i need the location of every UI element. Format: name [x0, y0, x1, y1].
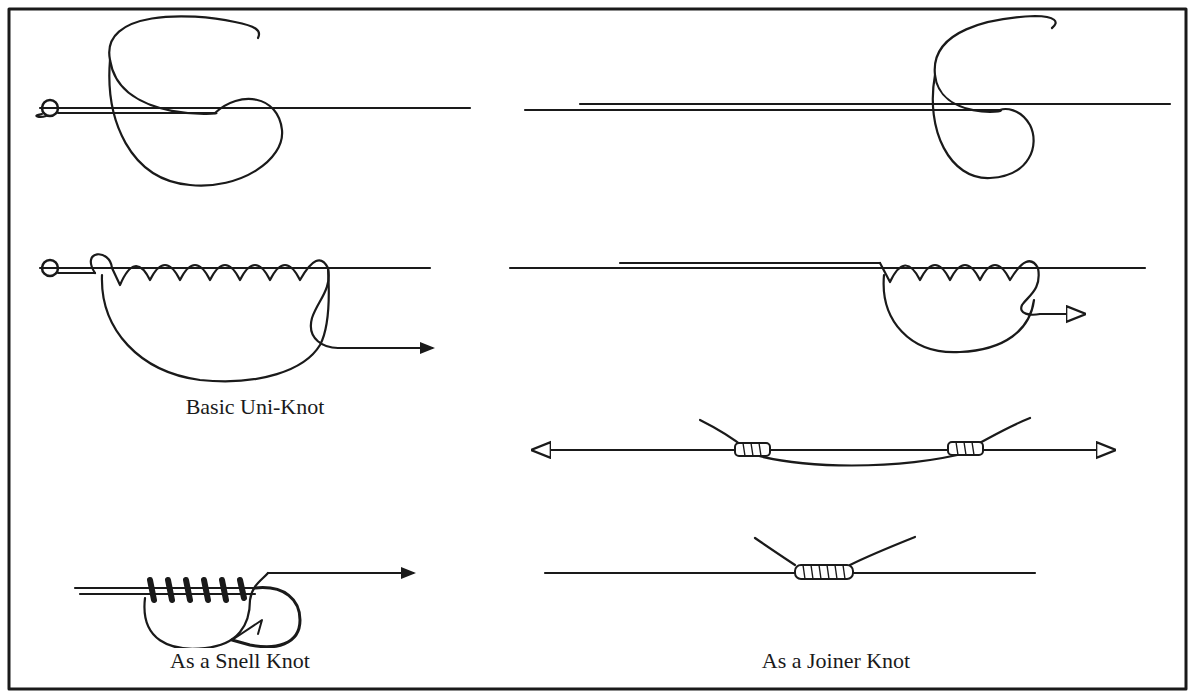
caption-label: As a Snell Knot [167, 648, 313, 674]
joiner-step4 [545, 537, 1035, 579]
joiner-step1 [525, 16, 1170, 178]
joiner-step2 [510, 261, 1145, 352]
uni-knot-step1 [36, 16, 470, 185]
uni-knot-step2 [40, 254, 432, 381]
caption-label: Basic Uni-Knot [183, 394, 328, 420]
caption-label: As a Joiner Knot [759, 648, 913, 674]
frame [9, 9, 1186, 689]
joiner-step3 [535, 418, 1112, 466]
snell-knot [75, 573, 413, 649]
